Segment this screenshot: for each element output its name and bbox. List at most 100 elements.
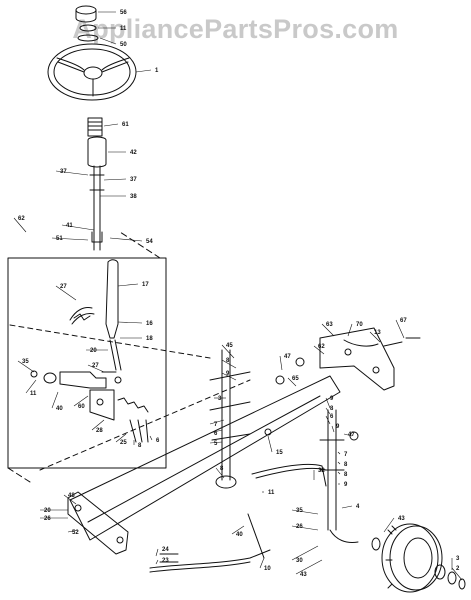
front-axle xyxy=(69,375,341,541)
part-number-label: 54 xyxy=(146,239,153,245)
leader-line xyxy=(209,429,223,434)
part-number-label: 11 xyxy=(30,391,37,397)
part-number-label: 70 xyxy=(356,322,363,328)
part-number-label: 32 xyxy=(318,468,325,474)
part-number-label: 42 xyxy=(130,150,137,156)
leader-line xyxy=(209,441,223,444)
part-number-label: 26 xyxy=(296,524,303,530)
part-number-label: 11 xyxy=(268,490,275,496)
leader-line xyxy=(99,37,117,45)
part-number-label: 28 xyxy=(96,428,103,434)
part-number-label: 27 xyxy=(92,363,99,369)
part-number-label: 11 xyxy=(120,26,127,32)
part-number-label: 18 xyxy=(146,336,153,342)
part-number-label: 67 xyxy=(400,318,407,324)
inset-frame xyxy=(7,257,167,469)
leader-line xyxy=(55,285,77,301)
leader-line xyxy=(51,391,59,409)
part-number-label: 35 xyxy=(296,508,303,514)
leader-line xyxy=(17,360,35,373)
leader-line xyxy=(103,178,127,181)
leader-line xyxy=(209,419,225,425)
leader-line xyxy=(215,467,225,479)
part-number-label: 9 xyxy=(336,424,340,430)
part-number-label: 17 xyxy=(142,282,149,288)
axle-mount-bracket xyxy=(67,491,129,555)
part-number-label: 35 xyxy=(22,359,29,365)
leader-line xyxy=(103,123,119,127)
leader-line xyxy=(321,323,335,337)
leader-line xyxy=(343,433,353,437)
part-number-label: 8 xyxy=(220,466,224,472)
part-number-label: 30 xyxy=(296,558,303,564)
part-number-label: 40 xyxy=(56,406,63,412)
leader-line xyxy=(369,331,381,343)
leader-line xyxy=(91,419,105,431)
leader-line xyxy=(267,435,273,453)
part-number-label: 9 xyxy=(344,482,348,488)
leader-line xyxy=(61,224,95,231)
leader-line xyxy=(331,425,335,433)
part-number-label: 10 xyxy=(264,566,271,572)
part-number-label: 9 xyxy=(330,396,334,402)
leader-line xyxy=(155,559,159,565)
misc-bolts xyxy=(159,357,359,563)
inset-leaders xyxy=(7,231,161,483)
part-number-label: 56 xyxy=(120,10,127,16)
leader-line xyxy=(337,451,341,455)
part-number-label: 8 xyxy=(344,462,348,468)
part-number-label: 51 xyxy=(56,236,63,242)
front-wheel xyxy=(381,523,443,593)
leader-line xyxy=(295,559,323,575)
part-number-label: 62 xyxy=(318,344,325,350)
leader-line xyxy=(325,415,331,425)
part-number-label: 37 xyxy=(60,169,67,175)
leader-line xyxy=(155,548,159,557)
steering-shaft-lower xyxy=(105,259,122,371)
part-number-label: 26 xyxy=(44,516,51,522)
leader-line xyxy=(287,377,297,387)
part-number-label: 52 xyxy=(72,530,79,536)
part-number-label: 27 xyxy=(60,284,67,290)
leader-line xyxy=(259,557,265,569)
part-number-label: 15 xyxy=(276,450,283,456)
leader-line xyxy=(149,435,153,441)
part-number-label: 8 xyxy=(138,443,142,449)
leader-line xyxy=(25,379,37,394)
part-number-label: 3 xyxy=(456,556,460,562)
part-number-label: 63 xyxy=(326,322,333,328)
leader-line xyxy=(221,344,235,359)
part-number-label: 43 xyxy=(398,516,405,522)
inset-small-parts xyxy=(101,371,149,443)
part-number-label: 47 xyxy=(284,354,291,360)
part-number-label: 6 xyxy=(214,431,218,437)
part-number-label: 7 xyxy=(344,452,348,458)
part-number-label: 20 xyxy=(90,348,97,354)
part-number-label: 9 xyxy=(226,371,230,377)
leader-line xyxy=(395,319,405,339)
part-number-label: 24 xyxy=(162,547,169,553)
steering-gear-bracket xyxy=(30,370,107,389)
part-number-label: 20 xyxy=(44,508,51,514)
leader-line xyxy=(51,237,89,241)
leader-line xyxy=(341,505,353,509)
wheel-hardware xyxy=(371,537,466,590)
part-number-label: 4 xyxy=(356,504,360,510)
leader-line xyxy=(221,372,237,381)
leader-line xyxy=(63,494,77,505)
part-number-label: 61 xyxy=(122,122,129,128)
leader-line xyxy=(87,364,105,373)
drag-link xyxy=(251,463,327,487)
watermark: AppliancePartsPros.com xyxy=(72,14,399,44)
leader-line xyxy=(451,567,463,581)
tie-rod xyxy=(149,513,271,573)
leader-line xyxy=(117,321,143,324)
part-number-label: 7 xyxy=(214,422,218,428)
part-number-label: 38 xyxy=(130,194,137,200)
part-number-label: 37 xyxy=(130,177,137,183)
part-number-label: 2 xyxy=(456,566,460,572)
part-number-label: 25 xyxy=(120,440,127,446)
leader-line xyxy=(325,407,331,415)
